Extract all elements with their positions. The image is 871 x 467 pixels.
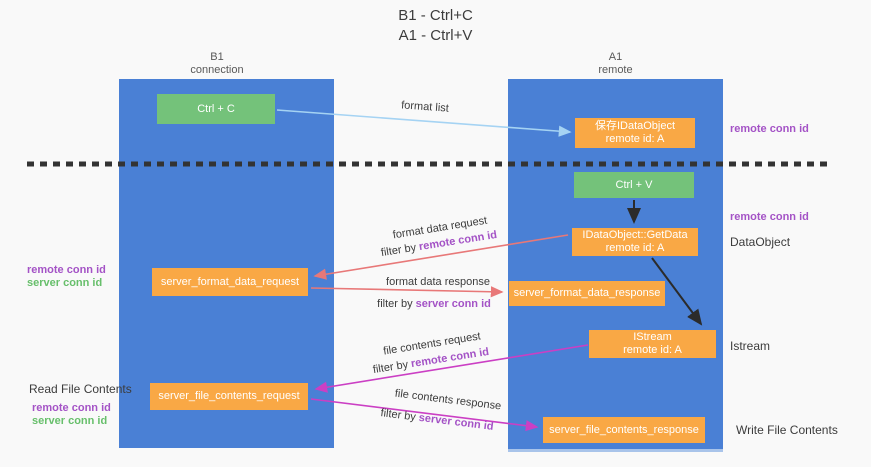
idataobject-getdata-box: IDataObject::GetData remote id: A <box>572 228 698 256</box>
write-file-contents-annotation: Write File Contents <box>736 423 838 437</box>
left-remote-conn-id-bottom: remote conn id <box>32 402 111 414</box>
filter-by-prefix: filter by <box>380 241 421 260</box>
istream-annotation: Istream <box>730 339 771 353</box>
lane-b1-name: B1 <box>210 51 224 63</box>
format-response-filter-label: filter by server conn id <box>376 298 492 310</box>
lane-a1-role: remote <box>598 64 633 76</box>
format-list-label: format list <box>400 99 450 115</box>
remote-conn-id-annotation-top: remote conn id <box>730 123 809 135</box>
save-idataobject-box: 保存IDataObject remote id: A <box>575 118 695 148</box>
server-conn-id-key: server conn id <box>415 298 491 310</box>
filter-by-prefix: filter by <box>379 407 420 424</box>
ctrl-c-label: Ctrl + C <box>197 102 235 115</box>
read-file-contents-annotation: Read File Contents <box>29 382 132 396</box>
lane-header-b1: B1 connection <box>110 51 324 77</box>
getdata-line1: IDataObject::GetData <box>582 229 688 241</box>
format-data-response-label: format data response <box>386 276 490 288</box>
filter-by-prefix: filter by <box>377 298 416 310</box>
left-remote-conn-id-top: remote conn id <box>27 264 106 276</box>
left-server-conn-id-bottom: server conn id <box>32 415 108 427</box>
server-file-contents-request-box: server_file_contents_request <box>150 383 308 410</box>
istream-box: IStream remote id: A <box>589 330 716 358</box>
server-format-data-response-label: server_format_data_response <box>513 287 661 299</box>
lane-b1-role: connection <box>190 64 244 76</box>
ctrl-c-box: Ctrl + C <box>157 94 275 124</box>
title-line-b1: B1 - Ctrl+C <box>398 7 473 24</box>
format-data-response-arrow <box>310 286 504 298</box>
file-response-filter-label: filter by server conn id <box>378 407 497 433</box>
istream-line1: IStream <box>633 331 672 343</box>
filter-by-prefix: filter by <box>372 358 413 377</box>
diagram-title: B1 - Ctrl+C A1 - Ctrl+V <box>0 6 871 46</box>
server-format-data-request-label: server_format_data_request <box>160 275 300 288</box>
save-idataobject-line2: remote id: A <box>605 133 665 145</box>
server-format-data-response-box: server_format_data_response <box>509 281 665 306</box>
title-line-a1: A1 - Ctrl+V <box>398 27 473 44</box>
server-conn-id-key: server conn id <box>418 411 495 433</box>
server-file-contents-response-box: server_file_contents_response <box>543 417 705 443</box>
getdata-line2: remote id: A <box>605 242 665 254</box>
file-contents-response-label: file contents response <box>394 387 502 413</box>
left-server-conn-id-top: server conn id <box>27 277 103 289</box>
save-idataobject-line1: 保存IDataObject <box>594 120 676 132</box>
istream-line2: remote id: A <box>623 344 682 356</box>
server-file-contents-response-label: server_file_contents_response <box>549 423 699 436</box>
server-format-data-request-box: server_format_data_request <box>152 268 308 296</box>
ctrl-v-label: Ctrl + V <box>615 178 653 191</box>
remote-conn-id-annotation-mid: remote conn id <box>730 211 809 223</box>
dataobject-annotation: DataObject <box>730 235 791 249</box>
lane-a1-name: A1 <box>608 51 623 63</box>
lane-header-a1: A1 remote <box>508 51 723 77</box>
server-file-contents-request-label: server_file_contents_request <box>158 390 300 402</box>
ctrl-v-box: Ctrl + V <box>574 172 694 198</box>
